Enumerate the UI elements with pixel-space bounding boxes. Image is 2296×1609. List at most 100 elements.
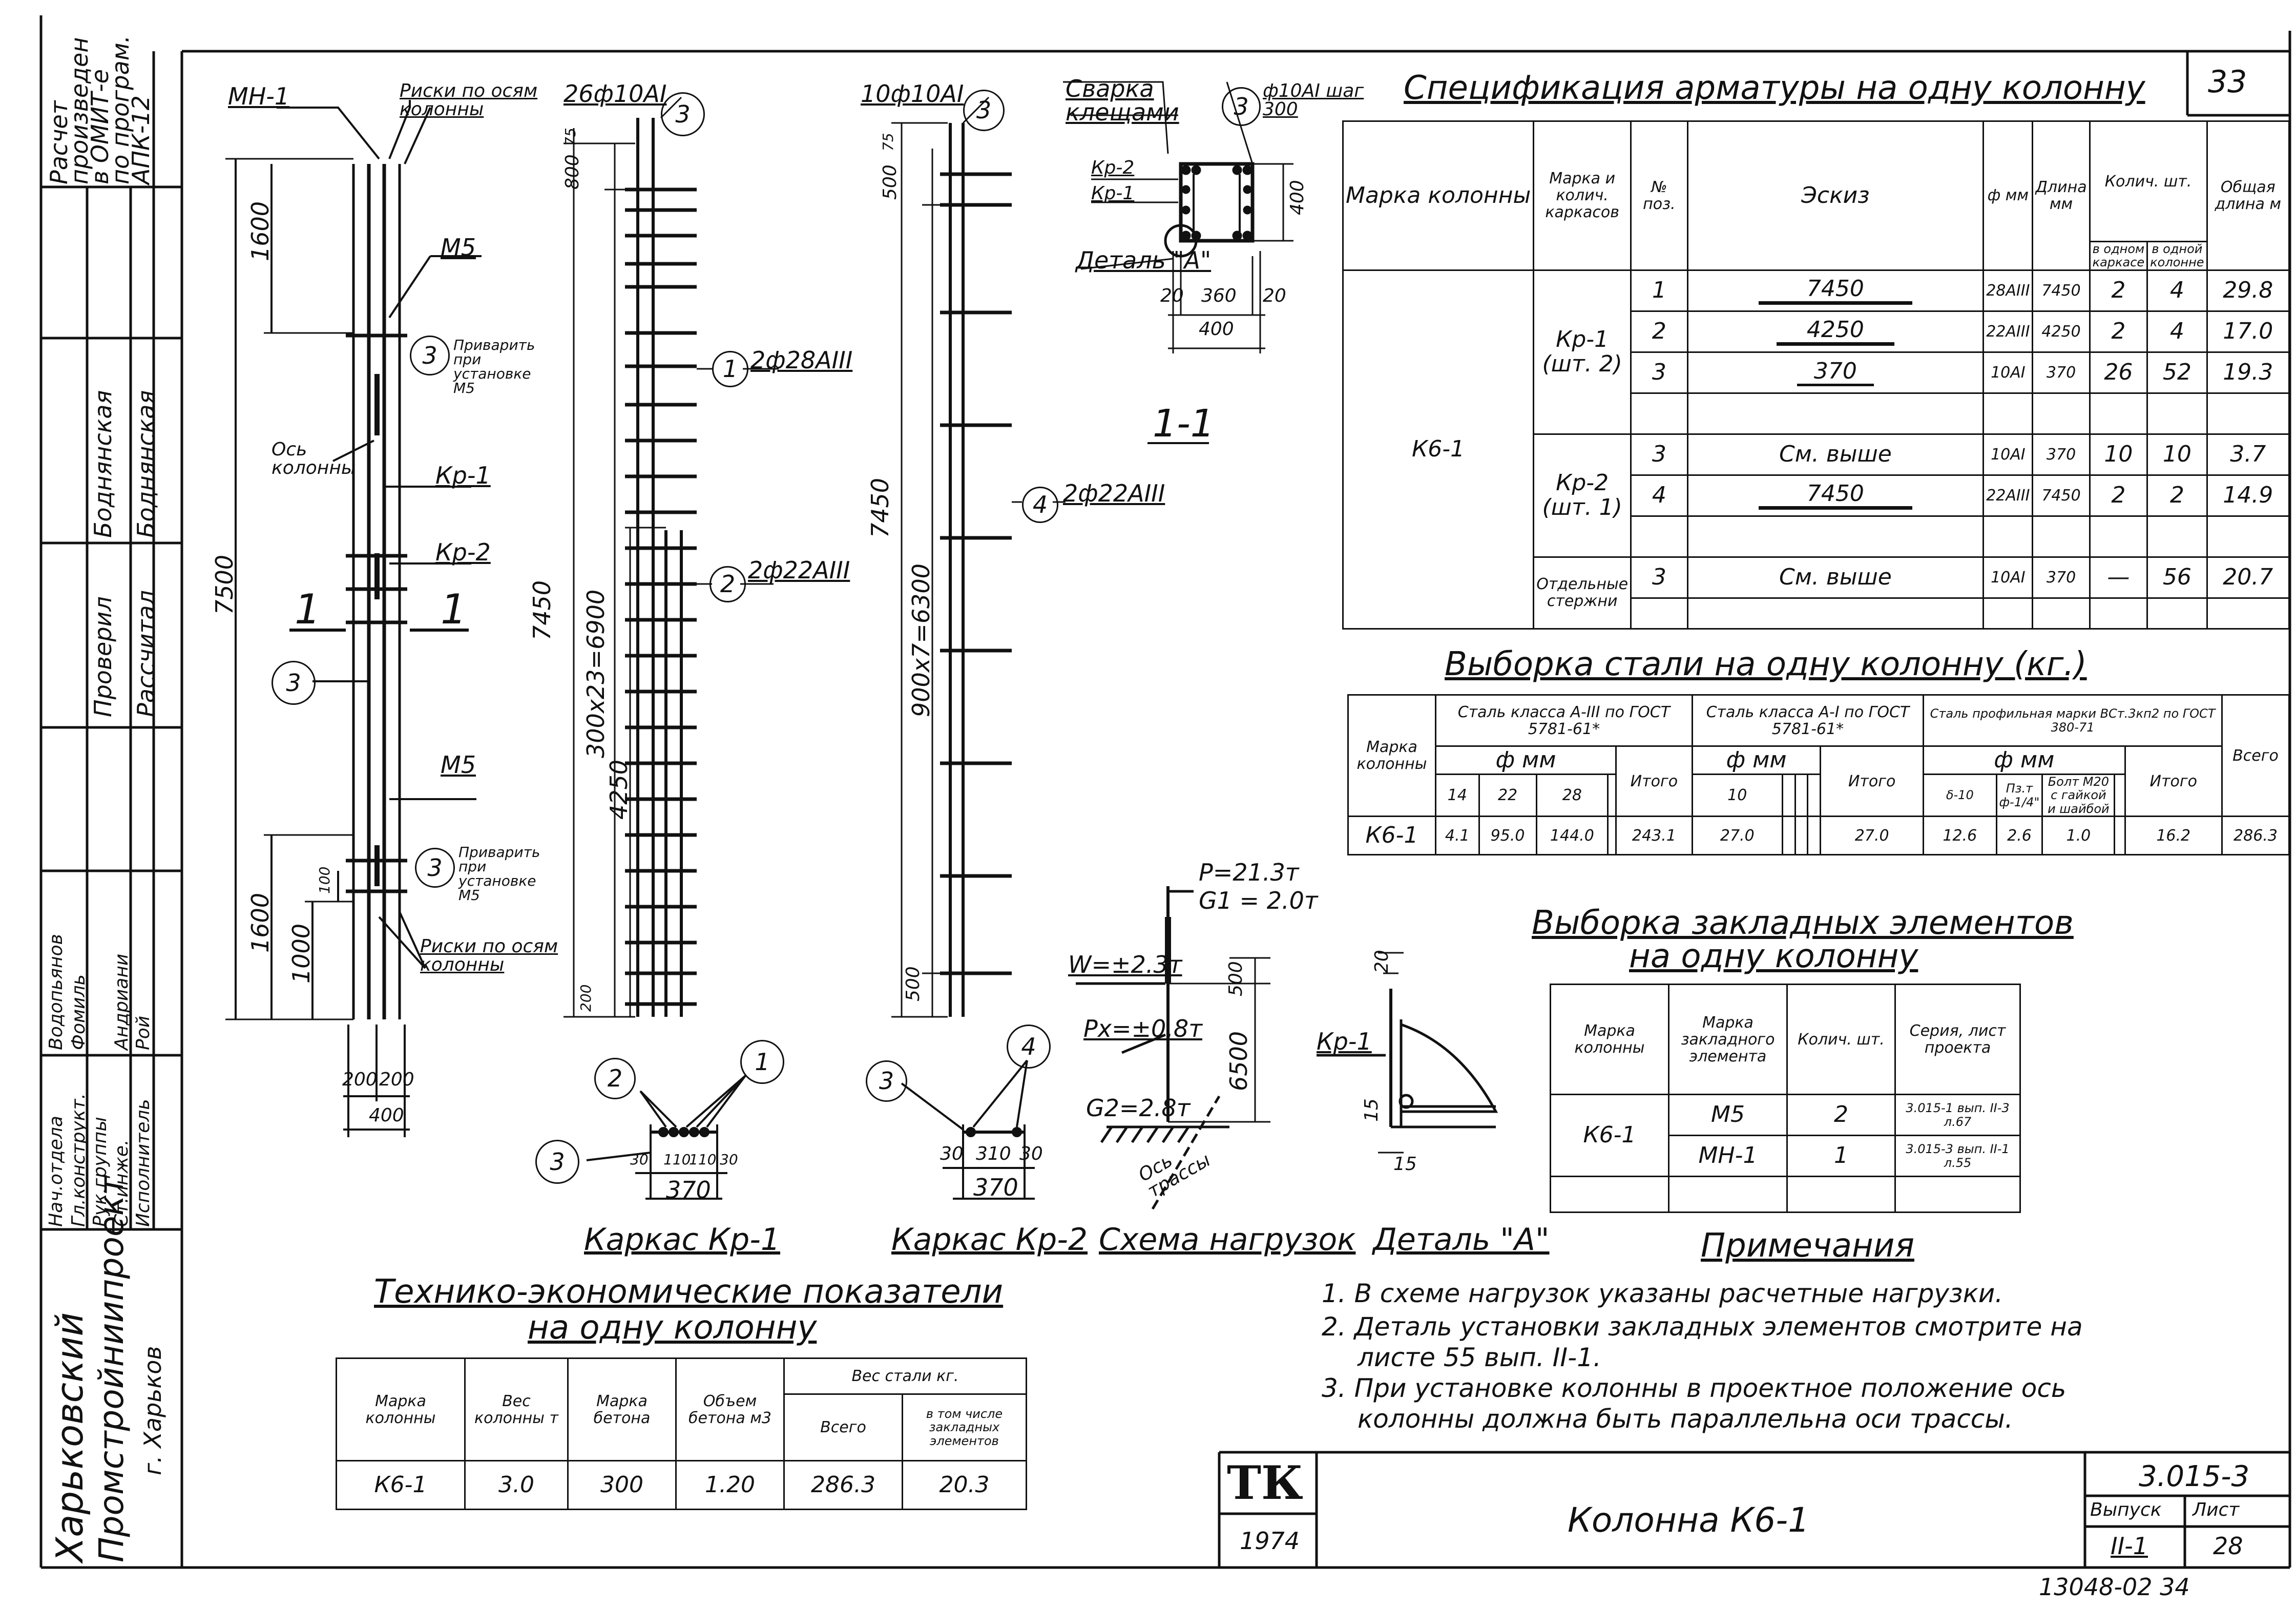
embed-qty: 2: [1786, 1094, 1896, 1136]
cage1-bar2-label: 2ф22АIII: [748, 556, 850, 584]
spec-pos: 3: [1630, 556, 1688, 599]
kr2-label: Кр-2: [435, 538, 491, 566]
steel-val: 2.6: [1995, 816, 2043, 856]
cage2-pos-4: 4: [1022, 487, 1058, 523]
steel-phi: ф мм: [1435, 745, 1617, 775]
spec-h-pos: № поз.: [1630, 120, 1688, 271]
tk-logo: ТК: [1227, 1456, 1303, 1510]
spec-len: 370: [2032, 433, 2091, 476]
steel-h-mark: Марка колонны: [1347, 694, 1436, 818]
section-pos-3: 3: [1222, 87, 1261, 126]
spec-dia: 22АIII: [1982, 474, 2034, 517]
section-dim-360: 360: [1201, 285, 1237, 306]
spec-total: 14.9: [2206, 474, 2290, 517]
spec-n1: 10: [2089, 433, 2148, 476]
spec-sketch: См. выше: [1686, 556, 1985, 599]
embed-elem: М5: [1668, 1094, 1788, 1136]
tech-h-embed: в том числе закладных элементов: [902, 1393, 1027, 1461]
xs2-caption: Каркас Кр-2: [891, 1222, 1088, 1258]
embed-qty: 1: [1786, 1135, 1896, 1177]
name-checked: Боднянская: [89, 390, 117, 538]
load-w: W=±2.3т: [1068, 951, 1182, 978]
section-1-1: 1-1: [1153, 402, 1215, 446]
spec-len: 7450: [2032, 474, 2091, 517]
section-dim-400-h: 400: [1287, 180, 1308, 215]
xs1-dim-3: 110: [689, 1151, 717, 1168]
name-calculated: Боднянская: [132, 390, 160, 538]
tech-val: 1.20: [675, 1460, 785, 1510]
spec-h-sketch: Эскиз: [1686, 120, 1985, 271]
xs1-dim-4: 30: [720, 1151, 738, 1168]
spec-h-qty: Колич. шт.: [2089, 120, 2208, 242]
note-2: 2. Деталь установки закладных элементов …: [1322, 1312, 2083, 1342]
spec-pos: 4: [1630, 474, 1688, 517]
xs1-pos-2: 2: [594, 1058, 636, 1099]
steel-val: 16.2: [2124, 816, 2223, 856]
cage1-pos-2: 2: [709, 566, 746, 602]
section-kr1: Кр-1: [1091, 183, 1135, 204]
role-calculated: Рассчитал: [132, 590, 160, 717]
spec-dia: 28АIII: [1982, 269, 2034, 312]
spec-len: 4250: [2032, 310, 2091, 353]
issue-value: II-1: [2111, 1532, 2148, 1560]
spec-h-len: Длина мм: [2032, 120, 2091, 271]
embed-h-qty: Колич. шт.: [1786, 984, 1896, 1095]
pos-3-bottom: 3: [415, 848, 455, 888]
tech-val: 286.3: [783, 1460, 903, 1510]
dim-7500: 7500: [211, 554, 238, 615]
org-name-2: Промстройниипроект: [92, 1176, 131, 1562]
steel-itogo-2: Итого: [1820, 745, 1925, 818]
spec-n1: 2: [2089, 310, 2148, 353]
spec-n2: 2: [2146, 474, 2208, 517]
note-2b: листе 55 вып. II-1.: [1358, 1343, 1601, 1372]
steel-val: 144.0: [1535, 816, 1609, 856]
spec-group-separate: Отдельные стержни: [1533, 556, 1632, 630]
cage2-dim-7450: 7450: [866, 477, 894, 538]
spec-total: 3.7: [2206, 433, 2290, 476]
spec-total: 20.7: [2206, 556, 2290, 599]
spec-total: 29.8: [2206, 269, 2290, 312]
load-g1: G1 = 2.0т: [1199, 887, 1318, 914]
spec-len: 7450: [2032, 269, 2091, 312]
xs1-dim-2: 110: [663, 1151, 691, 1168]
role-exec: Исполнитель: [133, 1099, 154, 1227]
embed-h-mark: Марка колонны: [1550, 984, 1669, 1095]
section-detail-a: Деталь "А": [1076, 246, 1212, 274]
steel-itogo-3: Итого: [2124, 745, 2223, 818]
spec-dia: 10АI: [1982, 351, 2034, 394]
spec-h-cage: Марка и колич. каркасов: [1533, 120, 1632, 271]
dim-200-b: 200: [379, 1069, 414, 1090]
spec-dia: 10АI: [1982, 556, 2034, 599]
steel-val: 1.0: [2041, 816, 2116, 856]
name-head: Водопьянов: [46, 934, 67, 1050]
role-head: Нач.отдела: [46, 1116, 67, 1227]
spec-dia: 22АIII: [1982, 310, 2034, 353]
spec-n2: 10: [2146, 433, 2208, 476]
section-left: 1: [295, 586, 321, 633]
steel-val: 4.1: [1435, 816, 1480, 856]
cage2-dim-500-bottom: 500: [903, 966, 924, 1001]
issue-label: Выпуск: [2090, 1499, 2162, 1520]
sheet-label: Лист: [2193, 1499, 2240, 1520]
embed-elem: МН-1: [1668, 1135, 1788, 1177]
spec-n1: —: [2089, 556, 2148, 599]
xs1-pos-1: 1: [740, 1040, 784, 1084]
tech-val: К6-1: [336, 1460, 466, 1510]
spec-total: 17.0: [2206, 310, 2290, 353]
note-3b: колонны должна быть параллельна оси трас…: [1358, 1404, 2013, 1434]
spec-h-total: Общая длина м: [2206, 120, 2290, 271]
tech-h-total: Всего: [783, 1393, 903, 1461]
year: 1974: [1240, 1527, 1300, 1555]
tech-title-2: на одну колонну: [528, 1309, 817, 1347]
spec-n2: 52: [2146, 351, 2208, 394]
org-name-1: Харьковский: [48, 1312, 91, 1562]
tech-val: 300: [567, 1460, 677, 1510]
steel-d: 14: [1435, 773, 1480, 818]
calc-note-5: АПК-12: [127, 95, 155, 184]
embed-ref: 3.015-3 вып. II-1 л.55: [1894, 1135, 2021, 1177]
name-chief: Фомиль: [68, 974, 89, 1050]
name-eng: Рой: [133, 1015, 154, 1050]
detail-kr1: Кр-1: [1317, 1028, 1372, 1055]
org-city: г. Харьков: [139, 1346, 166, 1475]
spec-n1: 2: [2089, 474, 2148, 517]
